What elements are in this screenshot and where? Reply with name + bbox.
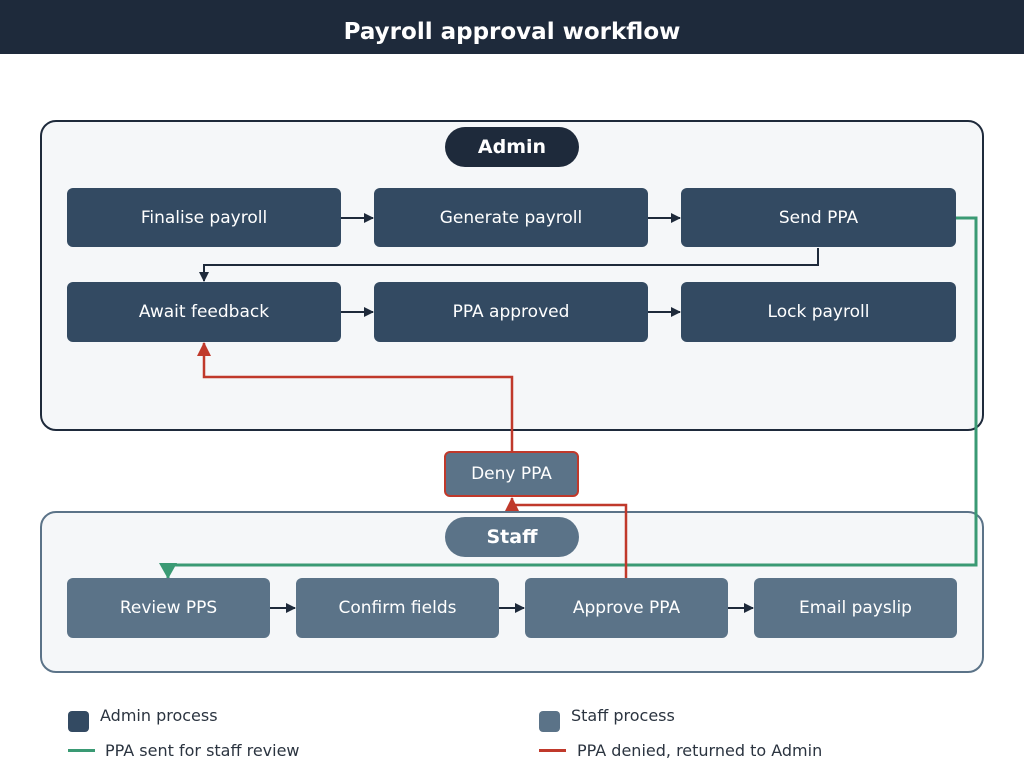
- flow-approve-to-deny: [505, 497, 628, 578]
- legend-staff-label: Staff process: [571, 706, 675, 725]
- step-lock-payroll: Lock payroll: [681, 282, 956, 342]
- step-send-ppa: Send PPA: [681, 188, 956, 247]
- staff-lane-label: Staff: [445, 517, 579, 557]
- step-deny-ppa: Deny PPA: [444, 451, 579, 497]
- step-generate-payroll: Generate payroll: [374, 188, 648, 247]
- step-finalise-payroll: Finalise payroll: [67, 188, 341, 247]
- step-review-pps: Review PPS: [67, 578, 270, 638]
- flow-deny-to-await: [197, 342, 514, 451]
- step-ppa-approved: PPA approved: [374, 282, 648, 342]
- legend-admin-swatch: [68, 711, 89, 732]
- admin-lane-label: Admin: [445, 127, 579, 167]
- legend-denied-label: PPA denied, returned to Admin: [577, 741, 823, 760]
- legend-admin-label: Admin process: [100, 706, 218, 725]
- diagram-title: Payroll approval workflow: [343, 19, 681, 45]
- legend-staff-swatch: [539, 711, 560, 732]
- title-bar: [0, 0, 1024, 54]
- step-confirm-fields: Confirm fields: [296, 578, 499, 638]
- step-await-feedback: Await feedback: [67, 282, 341, 342]
- step-approve-ppa: Approve PPA: [525, 578, 728, 638]
- arrow-send-to-await: [199, 248, 819, 282]
- legend-denied-line: [539, 749, 566, 752]
- legend-review-label: PPA sent for staff review: [105, 741, 300, 760]
- step-email-payslip: Email payslip: [754, 578, 957, 638]
- flow-ppa-sent-for-review: [159, 216, 978, 579]
- legend-review-line: [68, 749, 95, 752]
